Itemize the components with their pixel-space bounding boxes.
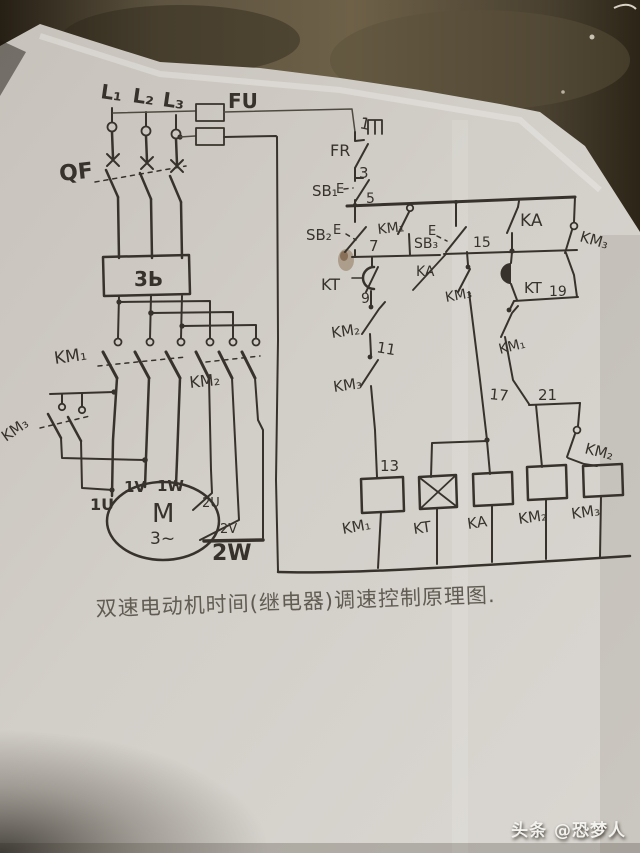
paper-sheet — [0, 24, 640, 853]
label-fr: FR — [330, 141, 350, 160]
label-sb1-e: E — [336, 182, 344, 197]
coil-label-kt: KT — [412, 518, 433, 538]
label-kt-nc: KT — [321, 275, 340, 294]
label-thermal-box: 3Ь — [134, 267, 163, 291]
terminal-1w: 1W — [157, 477, 184, 495]
label-sb2-e: E — [333, 223, 341, 238]
label-km3-nc: KM₃ — [332, 374, 363, 396]
main-circuit — [39, 103, 632, 574]
label-sb2: SB₂ — [306, 226, 332, 244]
label-km3-no: KM₃ — [444, 286, 473, 306]
terminal-2u: 2U — [202, 496, 220, 511]
label-fuse-fu: FU — [228, 89, 258, 113]
wire-9: 9 — [361, 291, 370, 307]
wire-13: 13 — [380, 457, 399, 475]
km2-km3-coil-branch — [500, 196, 625, 560]
label-km1-nc: KM₁ — [497, 336, 527, 358]
wire-21: 21 — [538, 386, 557, 404]
watermark-text: 头条 @恐梦人 — [511, 821, 626, 841]
label-phase-l3: L₃ — [161, 87, 186, 114]
km1-coil-branch — [344, 203, 441, 569]
label-km2-nc: KM₂ — [330, 320, 361, 342]
label-sb3: SB₃ — [414, 236, 438, 252]
label-km1-main: KM₁ — [53, 345, 88, 369]
breaker-qf — [94, 153, 187, 260]
terminal-1v: 1V — [124, 478, 146, 496]
motor-letter: M — [152, 499, 174, 529]
terminal-2w: 2W — [212, 541, 252, 566]
motor-symbol — [105, 480, 221, 562]
contactor-km3-main-contacts — [39, 389, 146, 493]
label-phase-l2: L₂ — [131, 83, 156, 110]
contactor-km1-main-contacts — [97, 337, 187, 380]
wire-5: 5 — [366, 191, 375, 207]
label-sb1: SB₁ — [312, 182, 338, 200]
fuse-fu — [112, 103, 356, 146]
label-kt-no: KT — [524, 279, 543, 297]
wire-3: 3 — [359, 164, 369, 182]
coil-label-km3: KM₃ — [570, 501, 601, 523]
motor-phase: 3~ — [150, 529, 175, 549]
label-km2-main: KM₂ — [188, 370, 221, 392]
label-breaker-qf: QF — [58, 159, 94, 187]
label-sb3-e: E — [428, 224, 436, 239]
wire-19: 19 — [549, 284, 567, 300]
label-km1-seal: KM₁ — [377, 219, 405, 238]
coil-label-km1: KM₁ — [341, 515, 372, 538]
wire-7: 7 — [369, 237, 379, 255]
thermal-relay-box — [101, 253, 192, 298]
coil-label-ka: KA — [466, 512, 489, 533]
wire-11: 11 — [375, 338, 397, 359]
wire-17: 17 — [489, 385, 510, 405]
control-circuit — [343, 119, 625, 569]
coil-label-km2: KM₂ — [517, 506, 548, 528]
label-phase-l1: L₁ — [99, 79, 124, 106]
label-ka-no: KA — [520, 211, 543, 231]
label-ka-seal: KA — [416, 264, 435, 280]
wire-1: 1 — [358, 113, 372, 134]
terminal-2v: 2V — [220, 522, 237, 537]
wire-15: 15 — [473, 235, 491, 251]
contactor-km2-main-contacts — [194, 337, 261, 380]
terminal-1u: 1U — [90, 495, 114, 514]
